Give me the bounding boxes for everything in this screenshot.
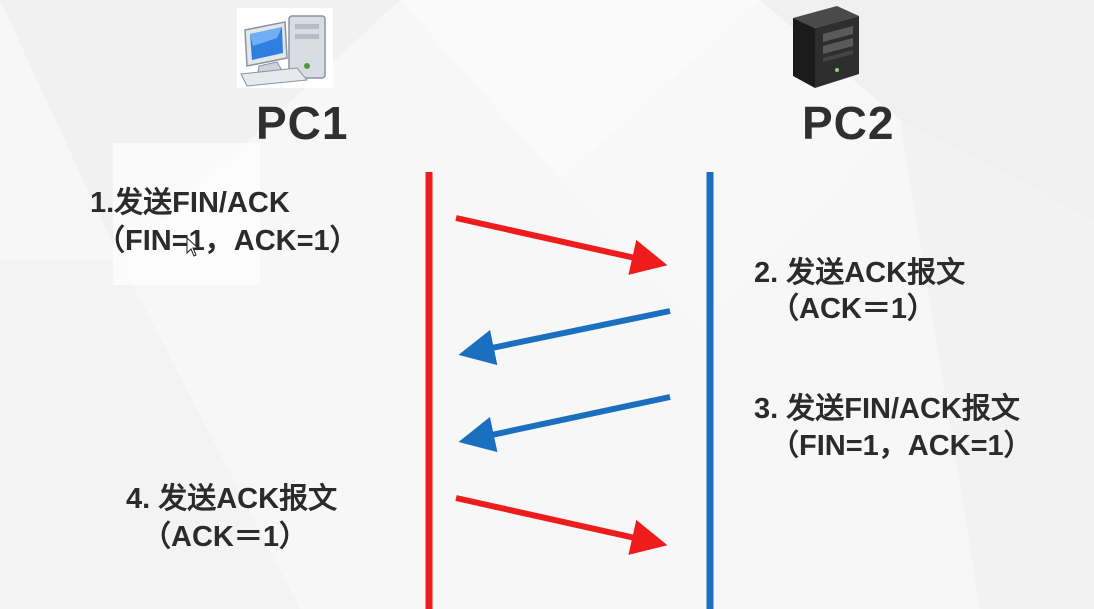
step4-params: （ACK＝1） [142, 521, 308, 553]
step3-title: 3. 发送FIN/ACK报文 [754, 393, 1020, 425]
step4-title: 4. 发送ACK报文 [126, 483, 338, 515]
step2-params: （ACK＝1） [770, 293, 936, 325]
step1-params: （FIN=1，ACK=1） [96, 225, 359, 257]
pc2-label: PC2 [802, 97, 895, 149]
step3-params: （FIN=1，ACK=1） [770, 430, 1033, 462]
pc1-label: PC1 [256, 97, 349, 149]
step2-title: 2. 发送ACK报文 [754, 257, 966, 289]
server-tower-icon [793, 6, 859, 88]
desktop-computer-icon [237, 8, 333, 88]
step1-title: 1.发送FIN/ACK [90, 187, 290, 219]
mouse-cursor-icon [186, 237, 200, 257]
step1-note-background [113, 143, 260, 285]
